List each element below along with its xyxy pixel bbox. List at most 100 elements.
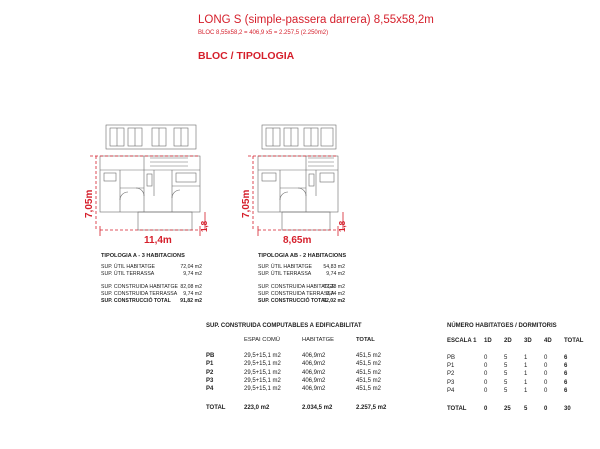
d4-cell: 0 [544, 406, 548, 413]
housing-cell: 406,9m2 [302, 369, 326, 376]
table-total-row: TOTAL 0 25 5 0 30 [447, 405, 583, 413]
floor-cell: TOTAL [447, 406, 467, 413]
housing-cell: 406,9m2 [302, 386, 326, 393]
d1-cell: 0 [484, 387, 488, 394]
d3-cell: 1 [524, 354, 528, 361]
d4-cell: 0 [544, 379, 548, 386]
floor-cell: P4 [447, 387, 455, 394]
row-label: SUP. ÚTIL TERRASSA [101, 271, 155, 277]
plan-a-floor [99, 155, 201, 231]
plan-ab-depth-label: 7,05m [241, 189, 252, 218]
d1-cell: 0 [484, 371, 488, 378]
row-value: 9,74 m2 [183, 291, 202, 297]
housing-cell: 406,9m2 [302, 361, 326, 368]
row-label: SUP. ÚTIL HABITATGE [101, 264, 155, 270]
row-value: 72,02 m2 [323, 298, 345, 304]
typology-ab-row: SUP. CONSTRUIDA TERRASSA 9,74 m2 [258, 291, 345, 297]
col-header: TOTAL [564, 338, 584, 345]
common-cell: 29,5+15,1 m2 [244, 353, 281, 360]
table-row: P1 0 5 1 0 6 [447, 362, 583, 370]
typology-ab-row: SUP. ÚTIL HABITATGE 54,83 m2 [258, 264, 345, 270]
total-cell: 6 [564, 379, 568, 386]
row-value: 9,74 m2 [326, 271, 345, 277]
total-cell: 2.257,5 m2 [356, 404, 387, 411]
total-cell: 6 [564, 354, 568, 361]
typology-ab-title: TIPOLOGIA AB - 2 HABITACIONS [258, 253, 347, 259]
page-subtitle: BLOC 8,55x58,2 = 406,9 x5 = 2.257,5 (2.2… [198, 30, 329, 36]
row-value: 91,82 m2 [180, 298, 202, 304]
plan-ab-elevation [261, 124, 337, 150]
common-cell: 29,5+15,1 m2 [244, 378, 281, 385]
total-cell: 451,5 m2 [356, 378, 382, 385]
row-value: 82,08 m2 [180, 284, 202, 290]
row-label: SUP. CONSTRUIDA HABITATGE [101, 284, 178, 290]
plan-a-width-label: 11,4m [144, 235, 172, 246]
row-label: SUP. CONSTRUIDA TERRASSA [258, 291, 335, 297]
floor-cell: P2 [447, 371, 455, 378]
floor-cell: TOTAL [206, 404, 226, 411]
housing-cell: 406,9m2 [302, 353, 326, 360]
d4-cell: 0 [544, 371, 548, 378]
surfaces-col-total: TOTAL [356, 337, 375, 343]
row-value: 62,28 m2 [323, 284, 345, 290]
floor-cell: P4 [206, 386, 214, 393]
row-label: SUP. ÚTIL HABITATGE [258, 264, 312, 270]
typology-a-row: SUP. CONSTRUIDA TERRASSA 9,74 m2 [101, 291, 202, 297]
row-label: SUP. CONSTRUIDA HABITATGE [258, 284, 335, 290]
surfaces-table-title: SUP. CONSTRUIDA COMPUTABLES A EDIFICABIL… [206, 323, 362, 329]
table-row: P2 0 5 1 0 6 [447, 370, 583, 378]
table-total-row: TOTAL 223,0 m2 2.034,5 m2 2.257,5 m2 [206, 403, 386, 411]
row-label: SUP. CONSTRUCCIÓ TOTAL [101, 298, 171, 304]
col-header: 4D [544, 338, 552, 345]
plan-ab-floor [257, 155, 339, 231]
total-cell: 451,5 m2 [356, 386, 382, 393]
typology-a-row: SUP. CONSTRUIDA HABITATGE 82,08 m2 [101, 284, 202, 290]
total-cell: 451,5 m2 [356, 361, 382, 368]
typology-a-title: TIPOLOGIA A - 3 HABITACIONS [101, 253, 185, 259]
d2-cell: 5 [504, 379, 508, 386]
row-value: 72,04 m2 [180, 264, 202, 270]
row-label: SUP. CONSTRUCCIÓ TOTAL [258, 298, 328, 304]
col-header: 3D [524, 338, 532, 345]
plan-a-elevation [105, 124, 197, 150]
total-cell: 6 [564, 363, 568, 370]
row-value: 9,74 m2 [183, 271, 202, 277]
plan-a-depth-label: 7,05m [84, 189, 95, 218]
common-cell: 223,0 m2 [244, 404, 270, 411]
dwellings-table: ESCALA 1 1D 2D 3D 4D TOTAL PB 0 5 1 0 6 … [447, 337, 583, 413]
common-cell: 29,5+15,1 m2 [244, 361, 281, 368]
d4-cell: 0 [544, 354, 548, 361]
d2-cell: 5 [504, 354, 508, 361]
plan-ab-width-label: 8,65m [283, 235, 312, 246]
col-header: ESCALA 1 [447, 338, 477, 345]
floor-cell: P1 [447, 363, 455, 370]
row-label: SUP. ÚTIL TERRASSA [258, 271, 312, 277]
surfaces-col-common: ESPAI COMÚ [244, 337, 280, 343]
d2-cell: 5 [504, 387, 508, 394]
d3-cell: 1 [524, 371, 528, 378]
row-value: 54,83 m2 [323, 264, 345, 270]
typology-ab-row: SUP. CONSTRUIDA HABITATGE 62,28 m2 [258, 284, 345, 290]
table-row: P2 29,5+15,1 m2 406,9m2 451,5 m2 [206, 369, 386, 377]
section-title: BLOC / TIPOLOGIA [198, 50, 295, 62]
col-header: 1D [484, 338, 492, 345]
table-row: P1 29,5+15,1 m2 406,9m2 451,5 m2 [206, 360, 386, 368]
d3-cell: 1 [524, 387, 528, 394]
common-cell: 29,5+15,1 m2 [244, 369, 281, 376]
surfaces-col-housing: HABITATGE [302, 337, 334, 343]
plan-ab-terrace-label: 1,8 [338, 220, 347, 232]
total-cell: 451,5 m2 [356, 353, 382, 360]
d2-cell: 5 [504, 371, 508, 378]
common-cell: 29,5+15,1 m2 [244, 386, 281, 393]
dwellings-table-title: NÚMERO HABITATGES / DORMITORIS [447, 323, 557, 329]
typology-a-row: SUP. ÚTIL TERRASSA 9,74 m2 [101, 271, 202, 277]
total-cell: 6 [564, 387, 568, 394]
typology-ab-row-total: SUP. CONSTRUCCIÓ TOTAL 72,02 m2 [258, 298, 345, 304]
housing-cell: 2.034,5 m2 [302, 404, 333, 411]
floor-cell: PB [447, 354, 456, 361]
floor-cell: P1 [206, 361, 214, 368]
col-header: 2D [504, 338, 512, 345]
table-row: P3 29,5+15,1 m2 406,9m2 451,5 m2 [206, 377, 386, 385]
d2-cell: 25 [504, 406, 511, 413]
